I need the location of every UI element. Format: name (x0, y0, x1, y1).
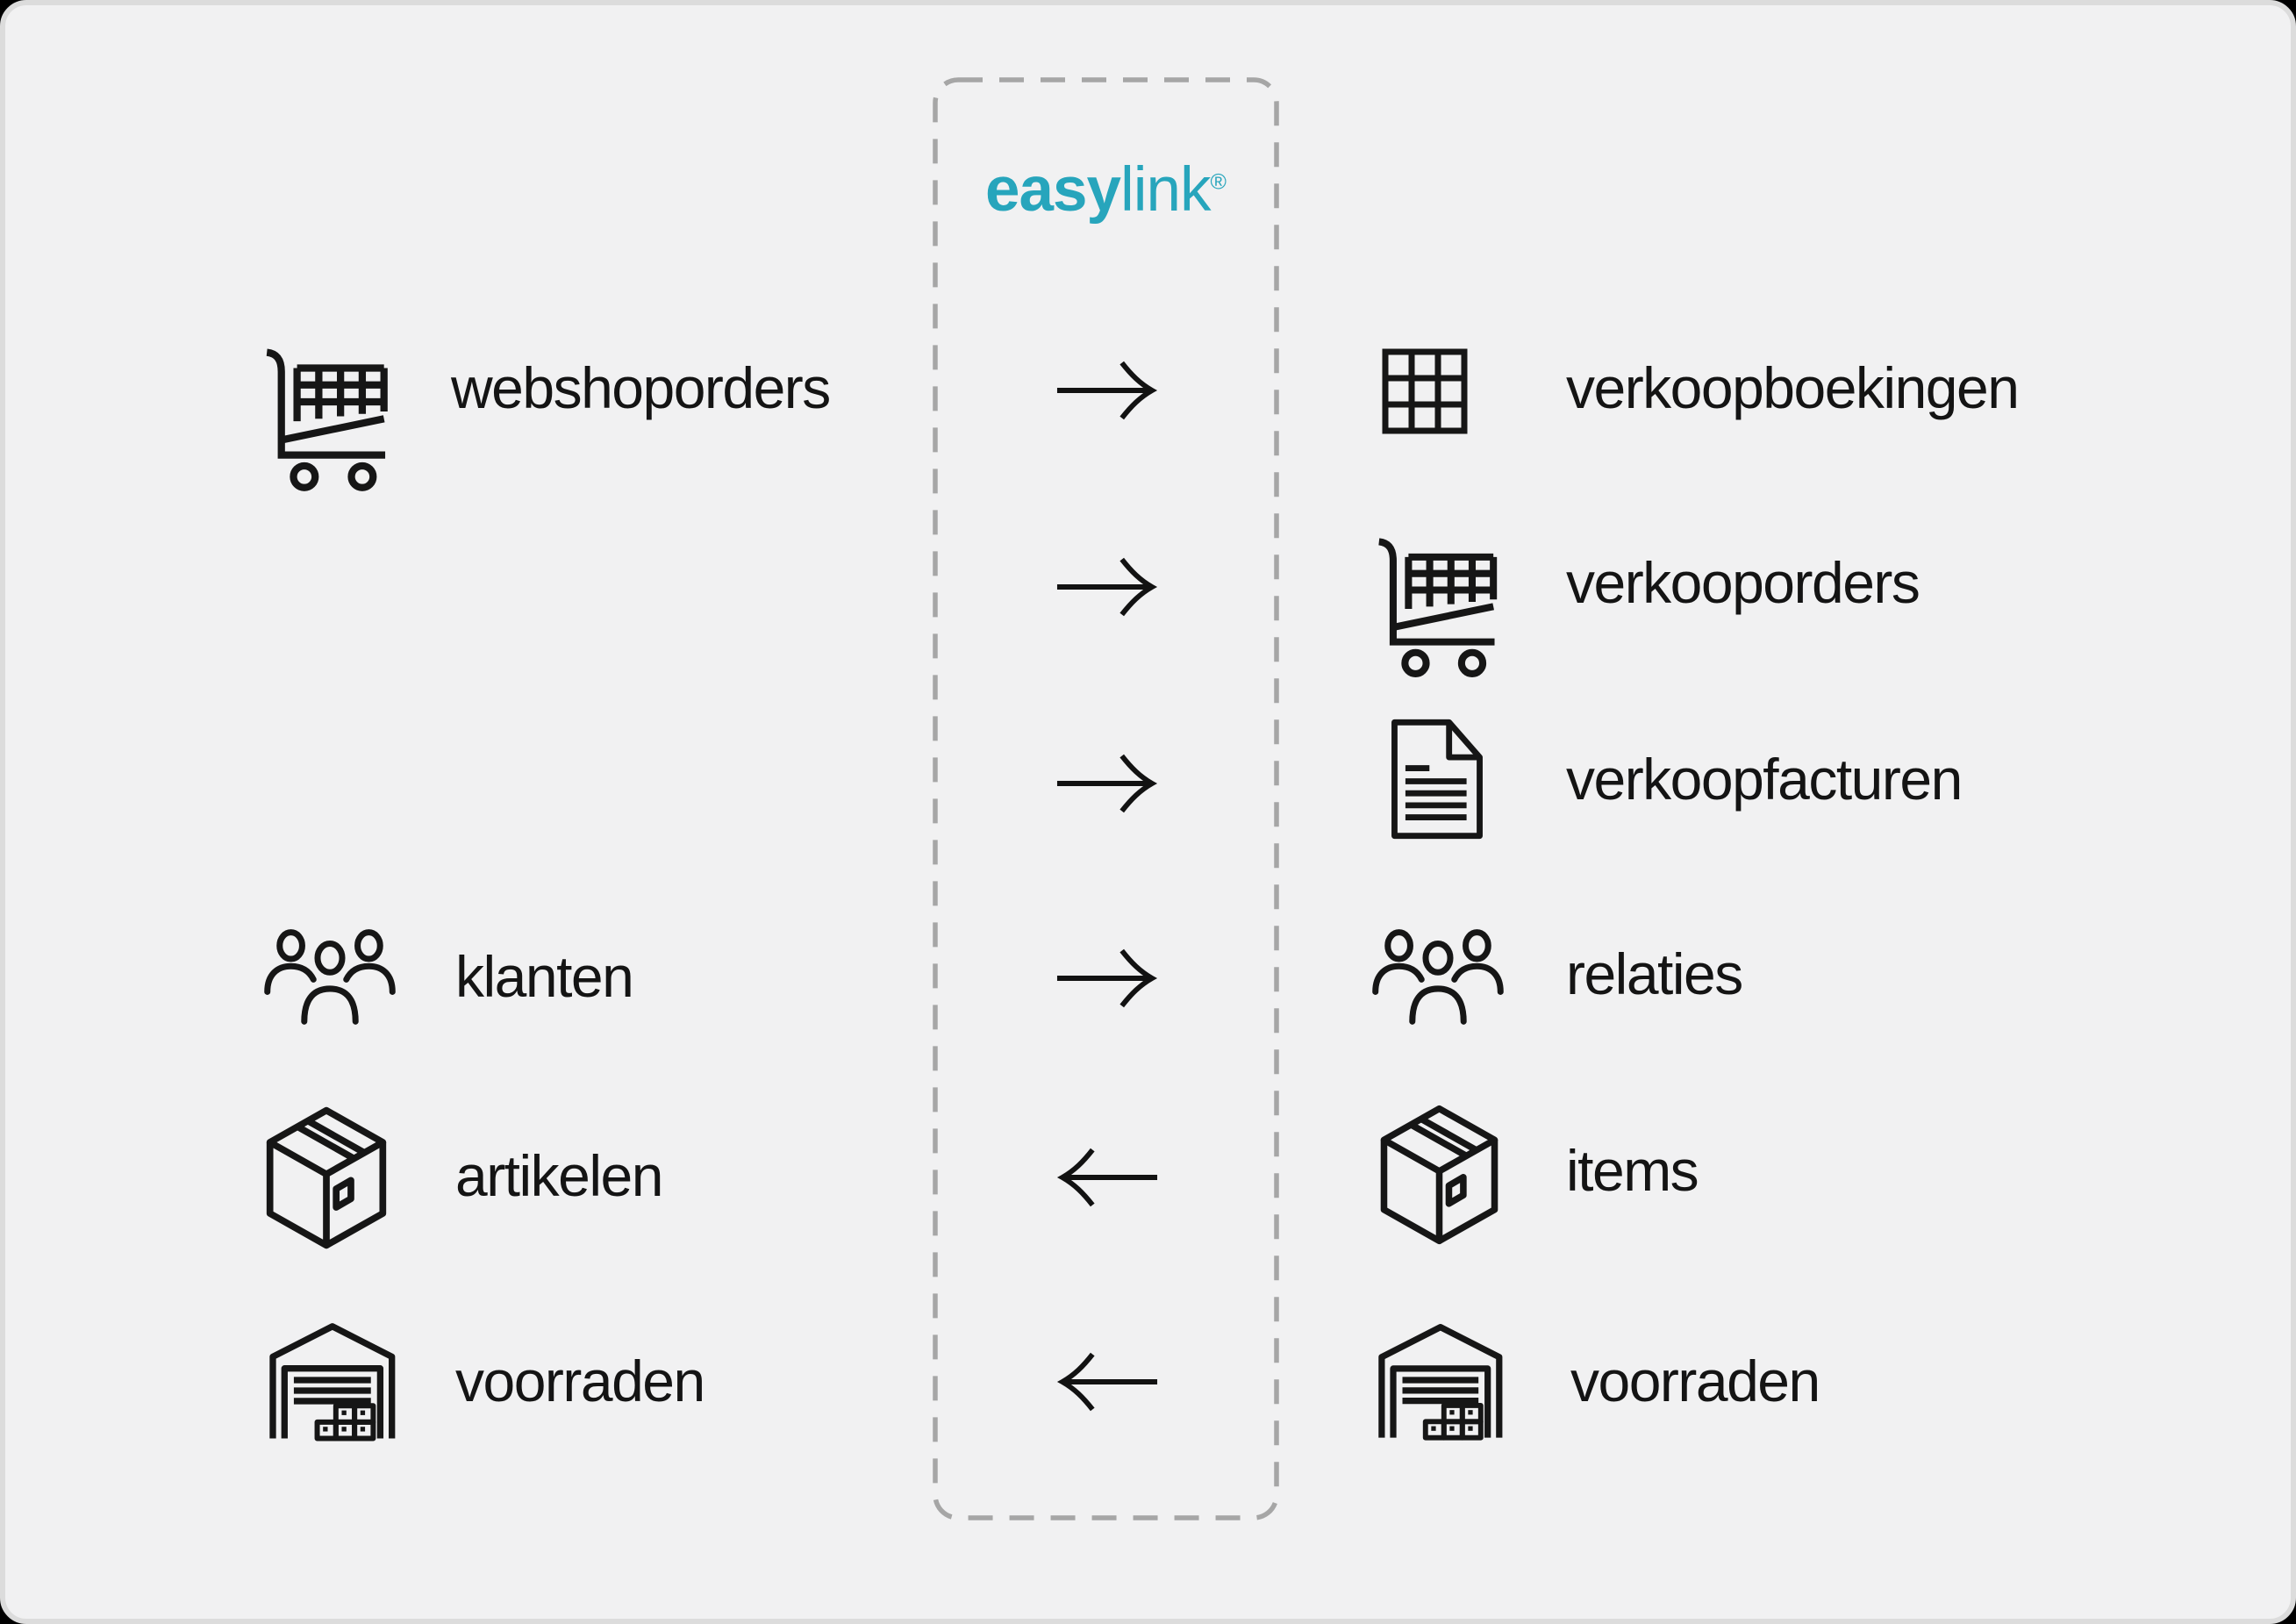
arrow-right-icon (1055, 948, 1159, 1009)
arrow-left-icon (1055, 1351, 1159, 1413)
left-label-klanten: klanten (455, 943, 634, 1009)
right-label-verkoopboekingen: verkoopboekingen (1566, 354, 2020, 420)
left-label-webshoporders: webshoporders (451, 354, 831, 420)
warehouse-icon (1375, 1321, 1507, 1442)
right-label-items: items (1566, 1137, 1699, 1203)
right-label-relaties: relaties (1566, 941, 1743, 1006)
invoice-document-icon (1388, 718, 1486, 841)
arrow-right-icon (1055, 360, 1159, 421)
warehouse-icon (266, 1320, 400, 1443)
left-label-voorraden: voorraden (455, 1348, 705, 1413)
arrow-right-icon (1055, 753, 1159, 814)
right-label-verkooporders: verkooporders (1566, 549, 1920, 615)
left-label-artikelen: artikelen (455, 1142, 663, 1208)
registered-trademark: ® (1210, 169, 1227, 195)
arrow-left-icon (1055, 1147, 1159, 1208)
right-label-voorraden: voorraden (1570, 1348, 1820, 1413)
shopping-cart-icon (1373, 533, 1503, 681)
package-box-icon (265, 1105, 388, 1250)
people-icon (1371, 928, 1505, 1026)
people-icon (263, 928, 397, 1026)
easylink-dashed-box (933, 77, 1279, 1520)
easylink-logo: easylink® (933, 155, 1279, 225)
logo-text-bold: easy (985, 155, 1121, 225)
right-label-verkoopfacturen: verkoopfacturen (1566, 746, 1963, 812)
shopping-cart-icon (261, 344, 394, 495)
table-grid-icon (1381, 347, 1469, 435)
package-box-icon (1379, 1104, 1499, 1246)
arrow-right-icon (1055, 556, 1159, 618)
logo-text-light: link (1119, 155, 1212, 225)
